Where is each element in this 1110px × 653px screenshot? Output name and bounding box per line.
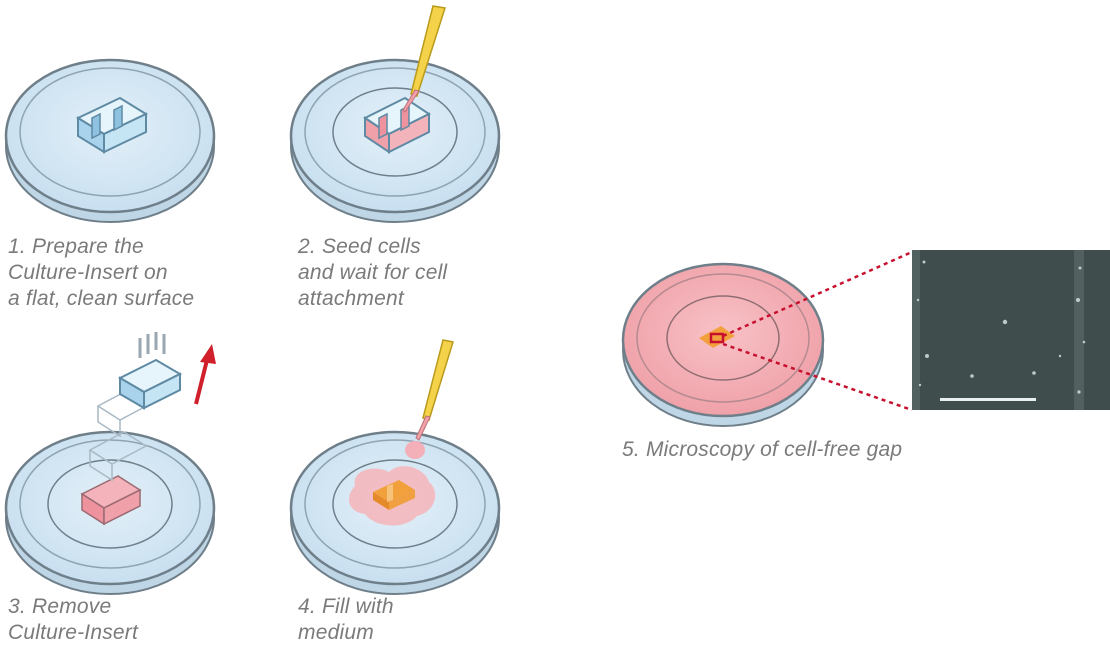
caption-line: 1. Prepare the [8,234,194,260]
lift-arrow-icon [196,344,216,404]
micrograph-image [912,250,1110,410]
caption-line: 5. Microscopy of cell-free gap [622,437,902,463]
caption-line: 3. Remove [8,594,138,620]
caption-line: medium [298,620,394,646]
dish-step-4 [291,340,499,594]
dish-step-2 [291,6,499,222]
caption-step-2: 2. Seed cells and wait for cell attachme… [298,234,447,312]
caption-line: 2. Seed cells [298,234,447,260]
caption-line: a flat, clean surface [8,286,194,312]
dish-step-3 [6,332,216,594]
dish-step-1 [6,60,214,222]
caption-line: and wait for cell [298,260,447,286]
caption-line: Culture-Insert [8,620,138,646]
caption-step-5: 5. Microscopy of cell-free gap [622,437,902,463]
pipette-icon [416,340,453,440]
culture-insert-icon [120,332,180,408]
caption-line: attachment [298,286,447,312]
caption-line: 4. Fill with [298,594,394,620]
caption-step-4: 4. Fill with medium [298,594,394,646]
caption-step-3: 3. Remove Culture-Insert [8,594,138,646]
caption-step-1: 1. Prepare the Culture-Insert on a flat,… [8,234,194,312]
caption-line: Culture-Insert on [8,260,194,286]
